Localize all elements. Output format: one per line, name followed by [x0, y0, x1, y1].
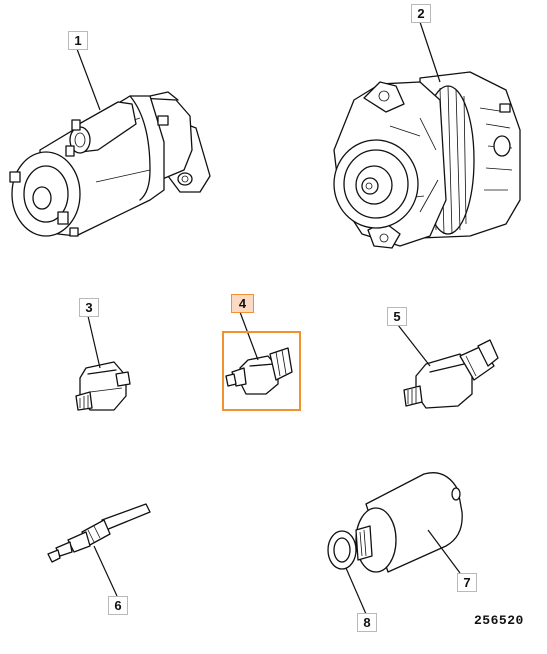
callout-7[interactable]: 7	[457, 573, 477, 592]
leader-1	[76, 48, 101, 111]
alternator-drawing[interactable]	[333, 71, 521, 249]
glow-plug-drawing[interactable]	[47, 503, 151, 563]
sealing-washer-drawing[interactable]	[327, 530, 357, 570]
leader-6	[93, 545, 118, 597]
callout-1[interactable]: 1	[68, 31, 88, 50]
highlight-frame	[222, 331, 301, 411]
leader-5	[397, 324, 431, 367]
leader-4	[239, 311, 259, 361]
leader-2	[419, 21, 441, 83]
callout-2[interactable]: 2	[411, 4, 431, 23]
callout-8[interactable]: 8	[357, 613, 377, 632]
leader-3	[87, 315, 101, 369]
temperature-switch-drawing[interactable]	[225, 347, 293, 395]
callout-5[interactable]: 5	[387, 307, 407, 326]
leader-7	[427, 529, 461, 574]
callout-4[interactable]: 4	[231, 294, 254, 313]
pressure-switch-drawing[interactable]	[75, 361, 131, 411]
fuel-stop-solenoid-drawing[interactable]	[355, 472, 463, 573]
callout-6[interactable]: 6	[108, 596, 128, 615]
leader-8	[345, 567, 367, 615]
reference-number: 256520	[474, 613, 524, 628]
temperature-sender-drawing[interactable]	[403, 339, 499, 409]
starter-motor-drawing[interactable]	[9, 91, 211, 237]
callout-3[interactable]: 3	[79, 298, 99, 317]
